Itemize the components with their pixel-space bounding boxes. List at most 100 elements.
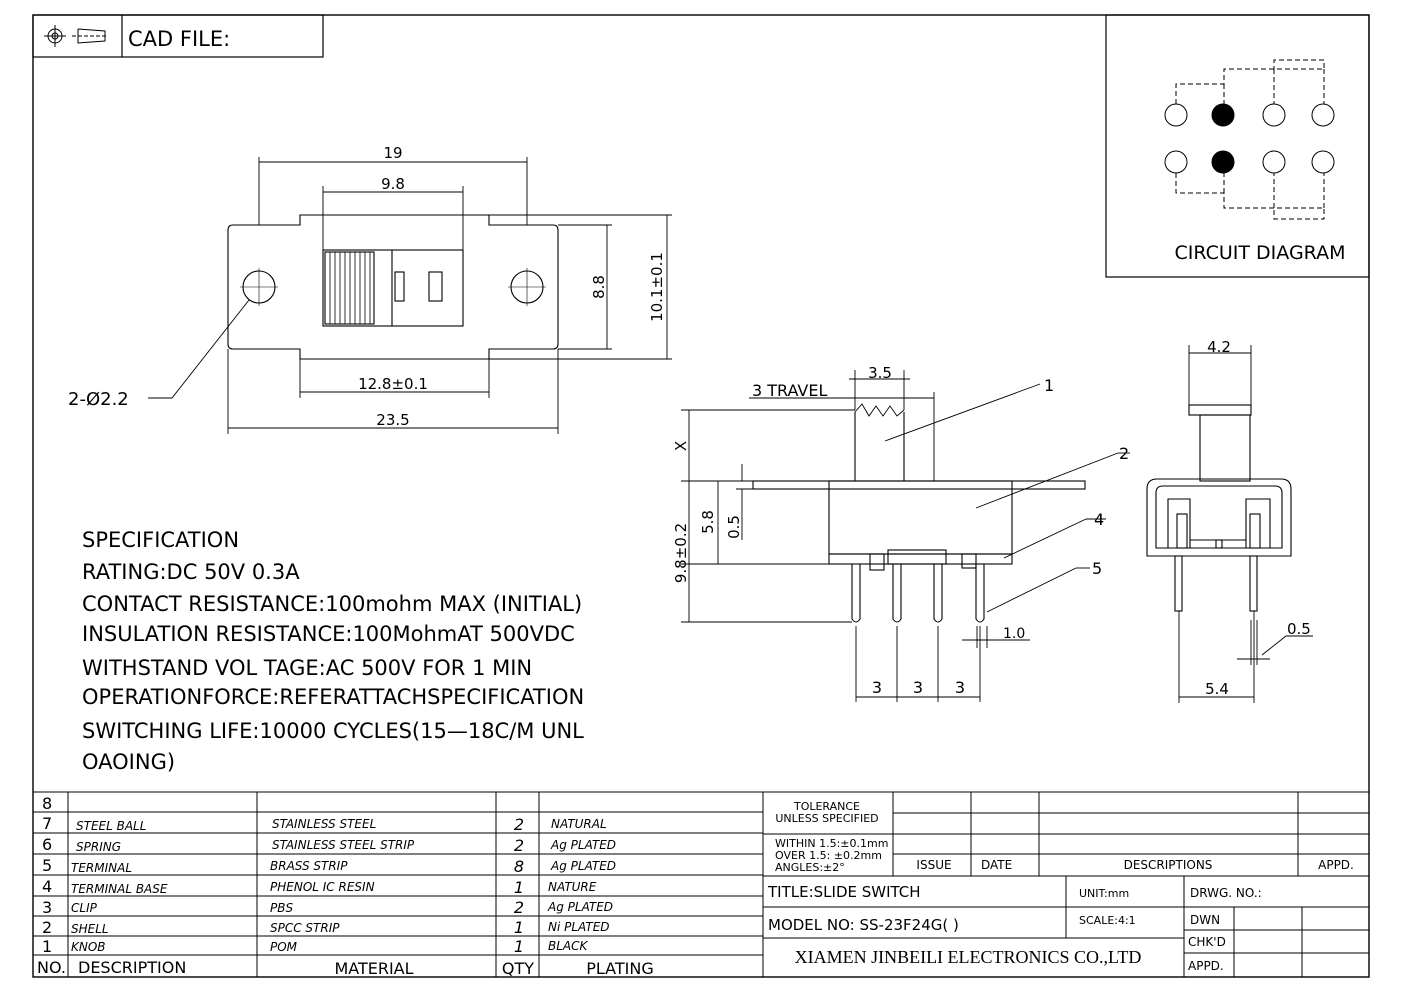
bom-description: KNOB xyxy=(71,940,106,954)
end-view-pin xyxy=(1174,555,1183,612)
pin xyxy=(975,564,985,623)
dwn-label: DWN xyxy=(1190,913,1220,927)
model-number: MODEL NO: SS-23F24G( ) xyxy=(768,916,959,934)
bom-description: TERMINAL BASE xyxy=(71,882,168,896)
pin xyxy=(851,564,861,623)
dim-19: 19 xyxy=(383,144,402,162)
circuit-diagram xyxy=(1164,59,1335,220)
cad-file-label: CAD FILE: xyxy=(128,27,230,51)
spec-switching-life-cont: OAOING) xyxy=(82,750,175,774)
bom-plating: BLACK xyxy=(548,939,589,953)
tolerance-subheading: UNLESS SPECIFIED xyxy=(775,812,878,825)
bom-plating: NATURAL xyxy=(551,817,607,831)
title-block-text: TOLERANCE UNLESS SPECIFIED WITHIN 1.5:±0… xyxy=(767,800,1354,973)
terminal-circle xyxy=(1164,103,1188,127)
balloon-4: 4 xyxy=(1094,510,1104,529)
pin xyxy=(892,564,902,623)
dim-9-8: 9.8 xyxy=(381,175,405,193)
hole-callout: 2-Ø2.2 xyxy=(68,389,129,410)
bom-description: TERMINAL xyxy=(71,861,132,875)
bom-plating: Ag PLATED xyxy=(550,838,616,852)
spec-contact-resistance: CONTACT RESISTANCE:100mohm MAX (INITIAL) xyxy=(82,592,582,616)
top-view-dimensions xyxy=(148,157,672,434)
bom-description: CLIP xyxy=(71,901,98,915)
bom-plating: Ag PLATED xyxy=(550,859,616,873)
bom-no: 4 xyxy=(42,877,52,896)
dim-23-5: 23.5 xyxy=(376,411,409,429)
bom-material: SPCC STRIP xyxy=(270,921,340,935)
side-view-dimensions xyxy=(681,370,1130,702)
dim-1-0: 1.0 xyxy=(1003,626,1025,642)
bom-qty: 2 xyxy=(514,898,524,917)
spec-insulation-resistance: INSULATION RESISTANCE:100MohmAT 500VDC xyxy=(82,622,575,646)
pin xyxy=(933,564,943,623)
dim-10-1: 10.1±0.1 xyxy=(648,252,666,322)
spec-rating: RATING:DC 50V 0.3A xyxy=(82,560,300,584)
bom-no: 6 xyxy=(42,835,52,854)
terminal-common xyxy=(1211,150,1235,174)
knob-window xyxy=(322,249,464,327)
end-view-dimensions xyxy=(1178,345,1313,703)
appd2-label: APPD. xyxy=(1188,959,1224,973)
dim-0-5-pin: 0.5 xyxy=(1287,620,1311,638)
tolerance-within: WITHIN 1.5:±0.1mm xyxy=(775,837,888,850)
bom-plating: NATURE xyxy=(548,880,597,894)
bom-material: BRASS STRIP xyxy=(270,859,348,873)
bom-plating: Ag PLATED xyxy=(547,900,613,914)
title-block xyxy=(763,792,1369,977)
dim-3-5: 3.5 xyxy=(868,364,892,382)
appd-label: APPD. xyxy=(1318,858,1354,872)
bom-material: PBS xyxy=(270,901,293,915)
unit-label: UNIT:mm xyxy=(1079,887,1129,900)
header-box xyxy=(32,14,324,58)
issue-label: ISSUE xyxy=(916,858,951,872)
dim-4-2: 4.2 xyxy=(1207,338,1231,356)
end-view xyxy=(1146,404,1292,612)
switch-body-outline xyxy=(227,214,559,360)
circuit-title: CIRCUIT DIAGRAM xyxy=(1175,242,1346,264)
bom-no: 1 xyxy=(42,937,52,956)
balloon-5: 5 xyxy=(1092,559,1102,578)
bom-material: POM xyxy=(270,940,298,954)
bom-header-description: DESCRIPTION xyxy=(78,958,186,977)
bom-description: SPRING xyxy=(76,840,121,854)
bom-description: STEEL BALL xyxy=(76,819,146,833)
travel-label: 3 TRAVEL xyxy=(752,381,827,400)
bom-no: 8 xyxy=(42,794,52,813)
drawing-number-label: DRWG. NO.: xyxy=(1190,886,1262,900)
bom-no: 7 xyxy=(42,814,52,833)
spec-switching-life: SWITCHING LIFE:10000 CYCLES(15—18C/M UNL xyxy=(82,719,584,743)
tolerance-angles: ANGLES:±2° xyxy=(775,861,845,874)
bom-qty: 1 xyxy=(514,937,524,956)
pitch-2: 3 xyxy=(913,678,923,697)
drawing-border xyxy=(32,14,1370,978)
bom-header-material: MATERIAL xyxy=(334,959,413,978)
knob-hatch xyxy=(329,252,371,324)
dim-8-8: 8.8 xyxy=(590,275,608,299)
scale-label: SCALE:4:1 xyxy=(1079,914,1136,927)
dim-12-8: 12.8±0.1 xyxy=(358,375,428,393)
bom-table xyxy=(33,791,1369,977)
bom-no: 2 xyxy=(42,918,52,937)
bom-material: STAINLESS STEEL STRIP xyxy=(272,838,415,852)
bom-material: PHENOL IC RESIN xyxy=(270,880,375,894)
bom-qty: 1 xyxy=(514,918,524,937)
bom-description: SHELL xyxy=(71,922,109,936)
side-view xyxy=(752,403,1086,623)
balloon-1: 1 xyxy=(1044,376,1054,395)
bom-qty: 1 xyxy=(514,878,524,897)
switch-shell xyxy=(828,480,1013,555)
drawing-title: TITLE:SLIDE SWITCH xyxy=(767,883,921,901)
pitch-3: 3 xyxy=(955,678,965,697)
circuit-box xyxy=(1105,14,1370,278)
dim-5-8: 5.8 xyxy=(699,510,717,534)
tolerance-heading: TOLERANCE xyxy=(793,800,860,813)
company-name: XIAMEN JINBEILI ELECTRONICS CO.,LTD xyxy=(795,947,1142,967)
terminal-circle xyxy=(1311,150,1335,174)
spec-withstand-voltage: WITHSTAND VOL TAGE:AC 500V FOR 1 MIN xyxy=(82,656,532,680)
descriptions-label: DESCRIPTIONS xyxy=(1124,858,1213,872)
end-view-pin xyxy=(1249,555,1258,612)
end-view-knob xyxy=(1199,414,1251,482)
bom-qty: 8 xyxy=(514,857,524,876)
tolerance-over: OVER 1.5: ±0.2mm xyxy=(775,849,882,862)
